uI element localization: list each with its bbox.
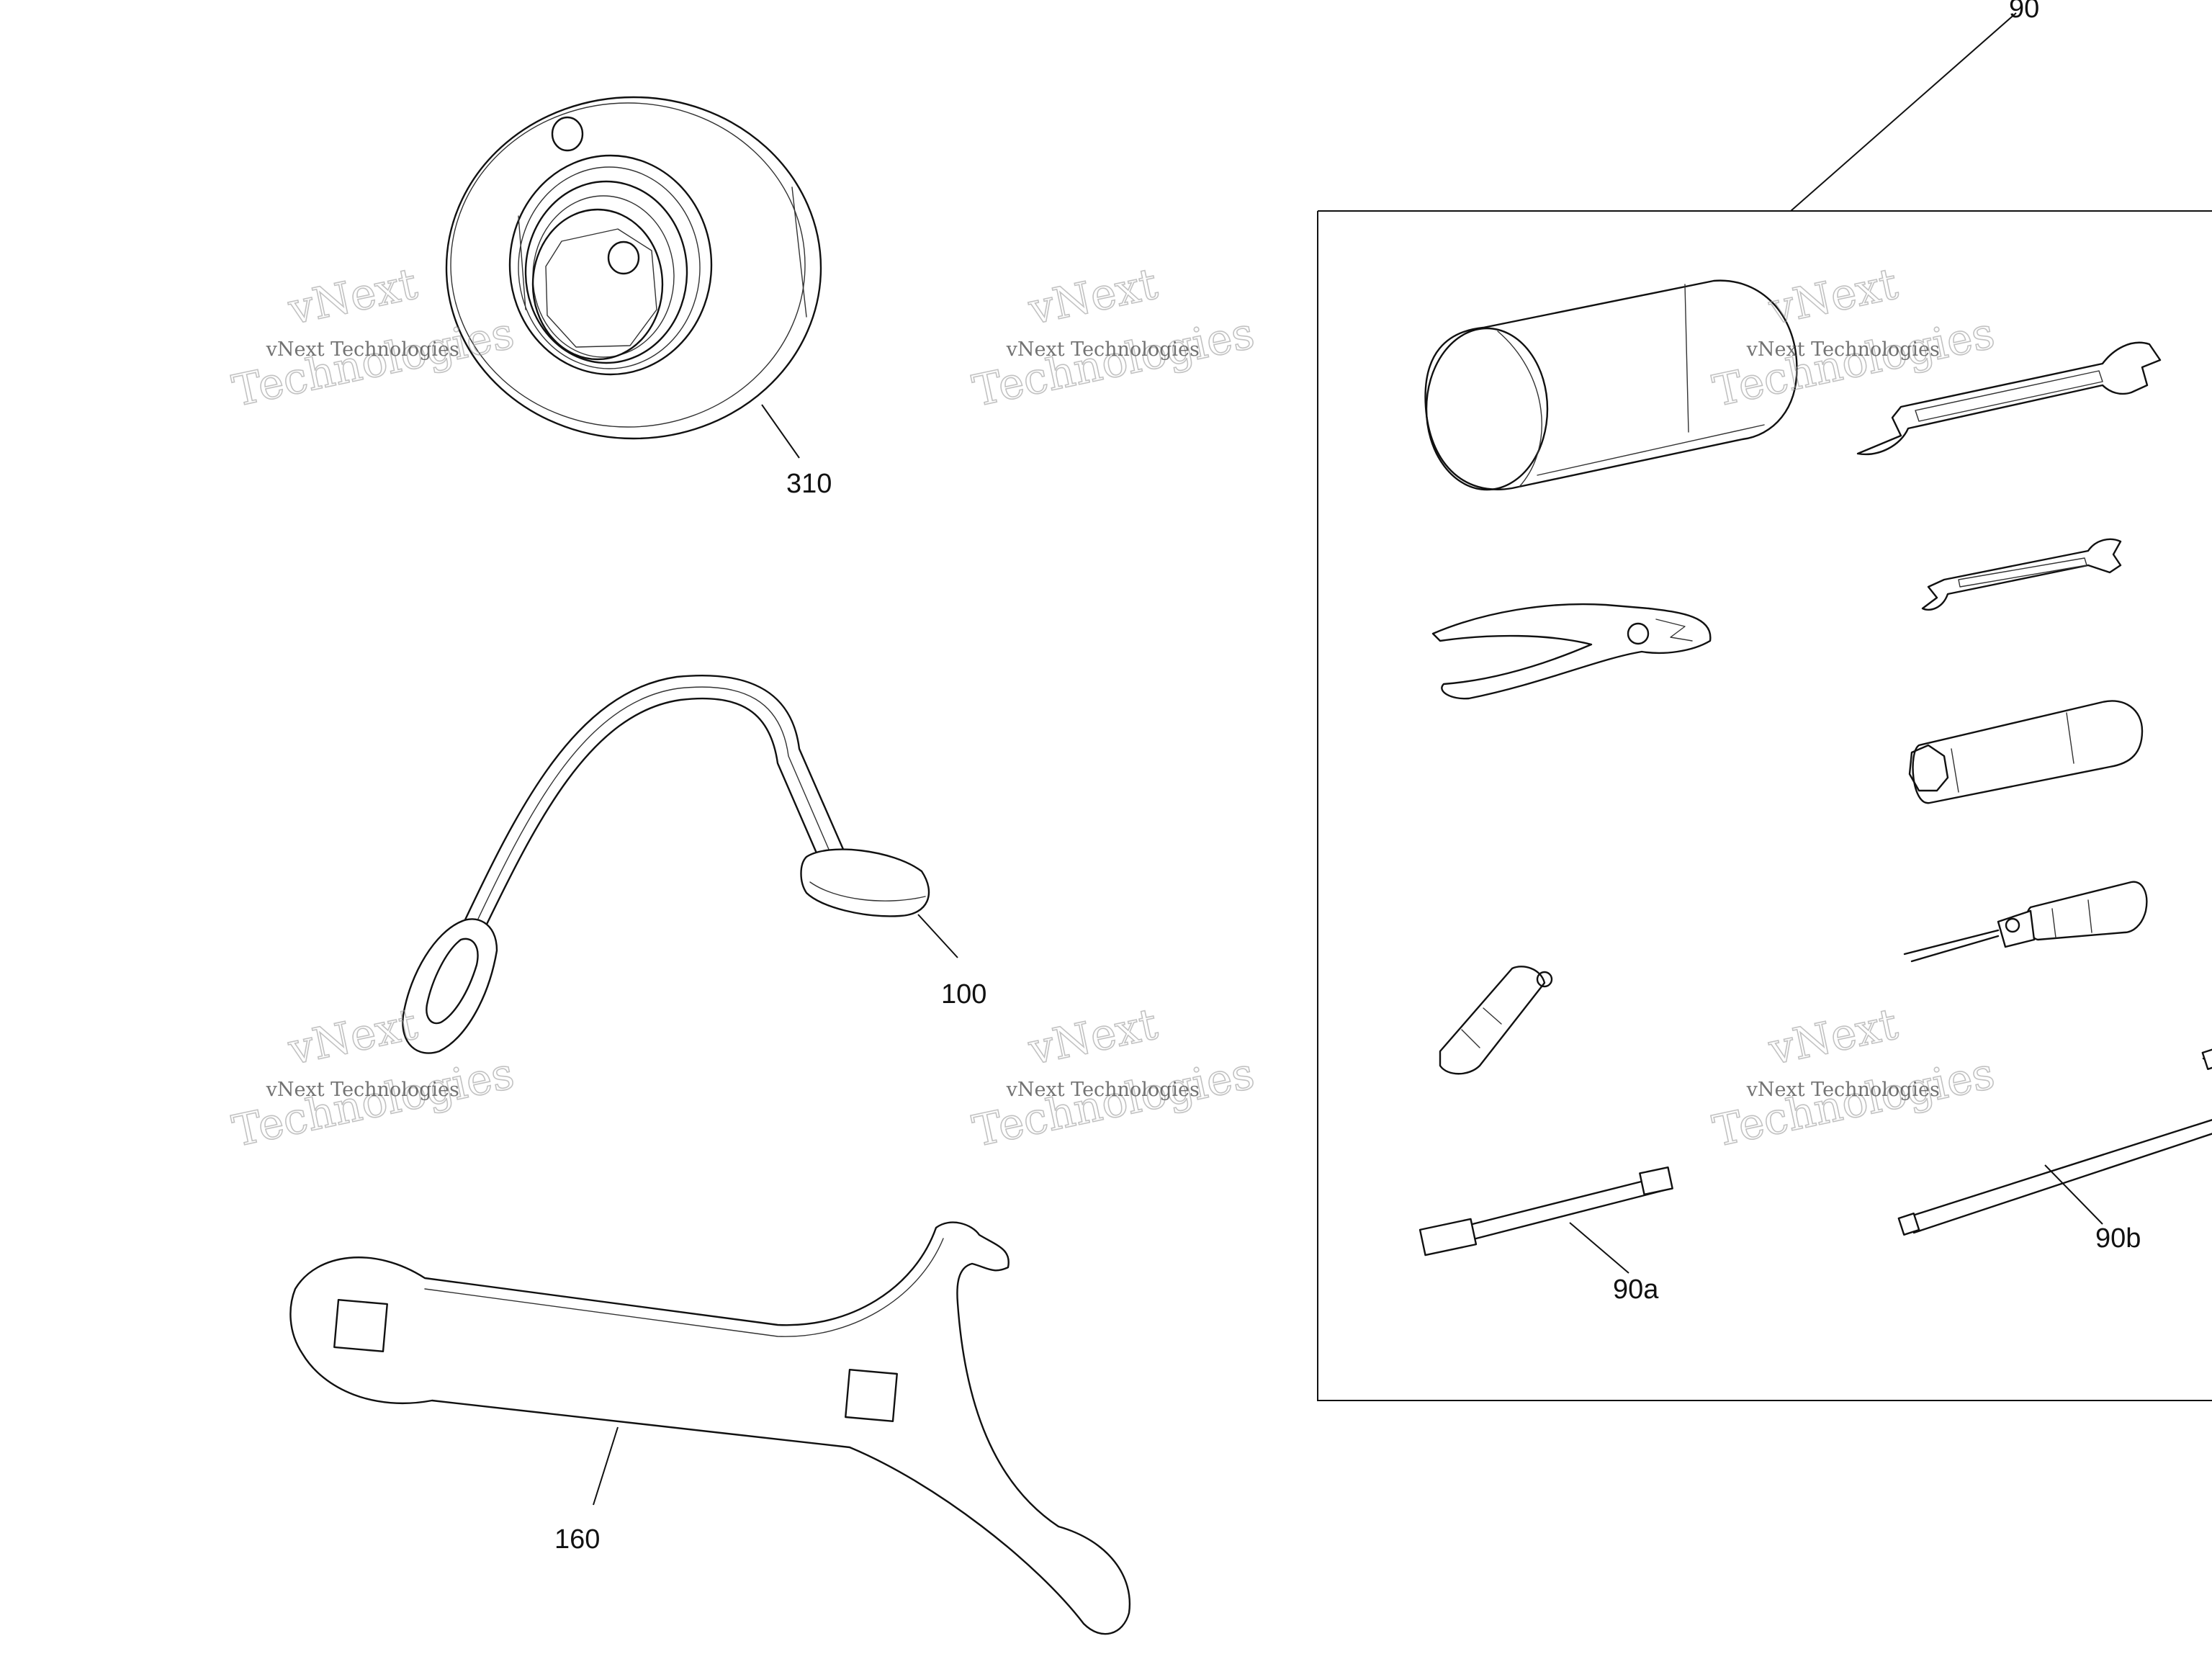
svg-text:vNext Technologies: vNext Technologies bbox=[266, 338, 459, 361]
svg-text:vNext: vNext bbox=[284, 999, 421, 1075]
svg-text:Technologies: Technologies bbox=[968, 1048, 1259, 1157]
svg-text:vNext: vNext bbox=[1764, 999, 1902, 1075]
callout-100: 100 bbox=[941, 979, 986, 1010]
svg-text:Technologies: Technologies bbox=[968, 308, 1259, 417]
callout-leader-90a bbox=[1569, 1222, 1629, 1274]
callout-90b: 90b bbox=[2095, 1223, 2141, 1254]
bearing-cap-310 bbox=[445, 96, 822, 440]
tool-pouch bbox=[1424, 279, 1798, 491]
watermark-5: vNext Technologies vNext Technologies bbox=[968, 998, 1259, 1157]
callout-leader-310 bbox=[761, 404, 800, 459]
callout-leader-90b bbox=[2044, 1164, 2103, 1225]
tool-kit-frame: 90 bbox=[1317, 0, 2212, 1401]
svg-text:Technologies: Technologies bbox=[228, 308, 518, 417]
svg-text:vNext: vNext bbox=[1024, 258, 1161, 335]
svg-text:Technologies: Technologies bbox=[1709, 1048, 1999, 1157]
kit-leader-line bbox=[1790, 12, 2017, 212]
svg-text:vNext: vNext bbox=[284, 258, 421, 335]
watermark-3: vNext Technologies vNext Technologies bbox=[1708, 258, 2000, 417]
svg-text:vNext Technologies: vNext Technologies bbox=[1746, 1079, 1940, 1101]
extension-bar-90a bbox=[1419, 1166, 1673, 1256]
watermark-1: vNext Technologies vNext Technologies bbox=[228, 258, 519, 417]
watermark-6: vNext Technologies vNext Technologies bbox=[1708, 998, 2000, 1157]
spanner-wrench-160 bbox=[289, 1221, 1131, 1635]
svg-text:vNext Technologies: vNext Technologies bbox=[1006, 1079, 1200, 1101]
svg-text:vNext: vNext bbox=[1024, 999, 1161, 1075]
screwdriver bbox=[1903, 881, 2148, 963]
hook-tool-100 bbox=[402, 674, 930, 1054]
svg-text:vNext Technologies: vNext Technologies bbox=[266, 1079, 459, 1101]
callout-310: 310 bbox=[786, 469, 832, 499]
svg-text:vNext Technologies: vNext Technologies bbox=[1006, 338, 1200, 361]
watermark-2: vNext Technologies vNext Technologies bbox=[968, 258, 1259, 417]
socket-wrench-tube bbox=[1908, 700, 2144, 804]
open-end-wrench-small bbox=[1921, 538, 2122, 611]
callout-leader-160 bbox=[593, 1426, 619, 1506]
callout-90: 90 bbox=[2009, 0, 2039, 24]
callout-90a: 90a bbox=[1613, 1274, 1659, 1305]
callout-160: 160 bbox=[554, 1524, 600, 1555]
bit-driver-handle bbox=[1439, 966, 1553, 1075]
svg-text:Technologies: Technologies bbox=[228, 1048, 518, 1157]
callout-leader-100 bbox=[917, 914, 958, 958]
pliers bbox=[1431, 603, 1712, 700]
svg-text:vNext Technologies: vNext Technologies bbox=[1746, 338, 1940, 361]
open-end-wrench-large bbox=[1856, 341, 2162, 456]
svg-text:vNext: vNext bbox=[1764, 258, 1902, 335]
hex-key-90b bbox=[1897, 1046, 2212, 1236]
